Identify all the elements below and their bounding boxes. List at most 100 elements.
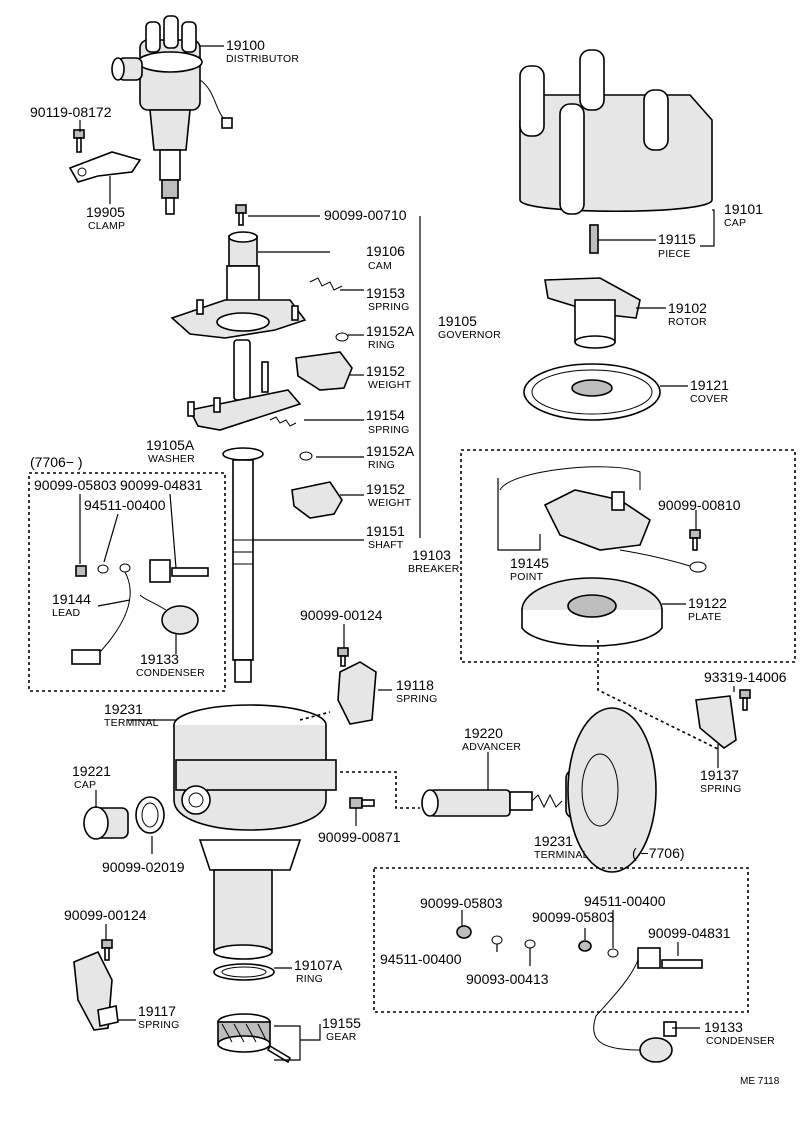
label-spring-19117-name: SPRING: [138, 1019, 179, 1031]
label-weight-lower-num: 19152: [366, 481, 405, 497]
label-cam-num: 19106: [366, 243, 405, 259]
governor-shaft-illustration: [170, 204, 353, 683]
label-spring-19137-num: 19137: [700, 767, 739, 783]
label-box2-nut-05803-b: 90099-05803: [532, 909, 615, 925]
label-plate-num: 19122: [688, 595, 727, 611]
label-washer-name: WASHER: [148, 453, 195, 465]
label-terminal-lower-name: TERMINAL: [534, 849, 589, 861]
label-screw-00710: 90099-00710: [324, 207, 407, 223]
label-breaker-name: BREAKER: [408, 563, 460, 575]
label-cover-num: 19121: [690, 377, 729, 393]
label-ring-19152a-upper-num: 19152A: [366, 323, 415, 339]
box2-dashed-group: [373, 867, 749, 1013]
label-clamp-name: CLAMP: [88, 220, 125, 232]
rotor-illustration: [544, 277, 641, 349]
label-ring-19152a-upper-name: RING: [368, 339, 395, 351]
label-box1-range: (7706− ): [30, 454, 83, 470]
label-weight-upper-num: 19152: [366, 363, 405, 379]
cap-illustration: [519, 49, 713, 254]
label-lead-name: LEAD: [52, 607, 80, 619]
spring-19137-illustration: [695, 689, 751, 749]
advancer-illustration: [421, 707, 657, 873]
label-box2-screw-04831: 90099-04831: [648, 925, 731, 941]
box1-dashed-group: [28, 472, 226, 692]
label-box2-nut-05803-a: 90099-05803: [420, 895, 503, 911]
label-spring-19154-num: 19154: [366, 407, 405, 423]
label-cam-name: CAM: [368, 260, 392, 272]
label-box2-washer-00400-a: 94511-00400: [380, 951, 462, 967]
label-shaft-num: 19151: [366, 523, 405, 539]
label-box2-washer-00400-b: 94511-00400: [584, 893, 666, 909]
label-spring-19154-name: SPRING: [368, 424, 409, 436]
label-governor-num: 19105: [438, 313, 477, 329]
label-clamp-num: 19905: [86, 204, 125, 220]
label-box2-condenser-name: CONDENSER: [706, 1035, 775, 1047]
label-box1-screw-04831: 90099-04831: [120, 477, 203, 493]
label-terminal-upper-num: 19231: [104, 701, 143, 717]
label-terminal-lower-num: 19231: [534, 833, 573, 849]
clamp-illustration: [68, 129, 142, 183]
housing-illustration: [173, 704, 337, 960]
label-distributor-num: 19100: [226, 37, 265, 53]
leader-lines: [79, 45, 735, 1061]
label-spring-19118-num: 19118: [396, 677, 434, 693]
footer-code: ME 7118: [740, 1076, 780, 1087]
label-spring-19118-name: SPRING: [396, 693, 437, 705]
label-screw-00124-upper: 90099-00124: [300, 607, 383, 623]
label-piece-name: PIECE: [658, 248, 691, 260]
label-box1-condenser-name: CONDENSER: [136, 667, 205, 679]
label-spring-19137-name: SPRING: [700, 783, 741, 795]
breaker-dashed-group: [460, 449, 796, 663]
label-cap-19221-name: CAP: [74, 779, 96, 791]
label-seal-02019: 90099-02019: [102, 859, 185, 875]
label-bolt-08172: 90119-08172: [30, 104, 112, 120]
label-spring-19153-num: 19153: [366, 285, 405, 301]
dashed-groups: [28, 449, 796, 1013]
label-bolt-14006: 93319-14006: [704, 669, 787, 685]
label-ring-19152a-lower-name: RING: [368, 459, 395, 471]
label-gear-num: 19155: [322, 1015, 361, 1031]
part-labels: 19100 DISTRIBUTOR 90119-08172 19905 CLAM…: [30, 37, 787, 1087]
label-weight-upper-name: WEIGHT: [368, 379, 412, 391]
box1-parts-illustration: [71, 559, 209, 665]
label-lead-num: 19144: [52, 591, 91, 607]
label-advancer-name: ADVANCER: [462, 741, 521, 753]
label-washer-num: 19105A: [146, 437, 195, 453]
label-ring-19152a-lower-num: 19152A: [366, 443, 415, 459]
screw-00871-illustration: [349, 797, 375, 809]
label-cover-name: COVER: [690, 393, 729, 405]
distributor-assembly-illustration: [111, 15, 233, 215]
label-governor-name: GOVERNOR: [438, 329, 501, 341]
label-advancer-num: 19220: [464, 725, 503, 741]
label-box1-condenser-num: 19133: [140, 651, 179, 667]
label-box2-washer-00413: 90093-00413: [466, 971, 549, 987]
label-box2-range: ( −7706): [632, 845, 685, 861]
label-plate-name: PLATE: [688, 611, 721, 623]
ring-gear-illustration: [213, 963, 292, 1064]
label-gear-name: GEAR: [326, 1031, 357, 1043]
label-ring-19107a-name: RING: [296, 973, 323, 985]
label-terminal-upper-name: TERMINAL: [104, 717, 159, 729]
label-spring-19117-num: 19117: [138, 1003, 176, 1019]
label-box1-washer-00400: 94511-00400: [84, 497, 166, 513]
cover-illustration: [523, 363, 661, 421]
breaker-illustration: [499, 466, 707, 647]
label-box1-nut-05803: 90099-05803: [34, 477, 117, 493]
label-weight-lower-name: WEIGHT: [368, 497, 412, 509]
spring-19117-illustration: [73, 939, 119, 1031]
label-box2-condenser-num: 19133: [704, 1019, 743, 1035]
label-cap-19101-name: CAP: [724, 217, 746, 229]
label-screw-00810: 90099-00810: [658, 497, 741, 513]
label-point-name: POINT: [510, 571, 543, 583]
label-shaft-name: SHAFT: [368, 539, 404, 551]
cap-19221-illustration: [83, 796, 165, 840]
label-point-num: 19145: [510, 555, 549, 571]
label-cap-19221-num: 19221: [72, 763, 111, 779]
label-cap-19101-num: 19101: [724, 201, 763, 217]
label-breaker-num: 19103: [412, 547, 451, 563]
label-rotor-num: 19102: [668, 300, 707, 316]
label-distributor-name: DISTRIBUTOR: [226, 53, 299, 65]
box2-parts-illustration: [456, 925, 703, 1063]
spring-19118-illustration: [337, 647, 377, 725]
